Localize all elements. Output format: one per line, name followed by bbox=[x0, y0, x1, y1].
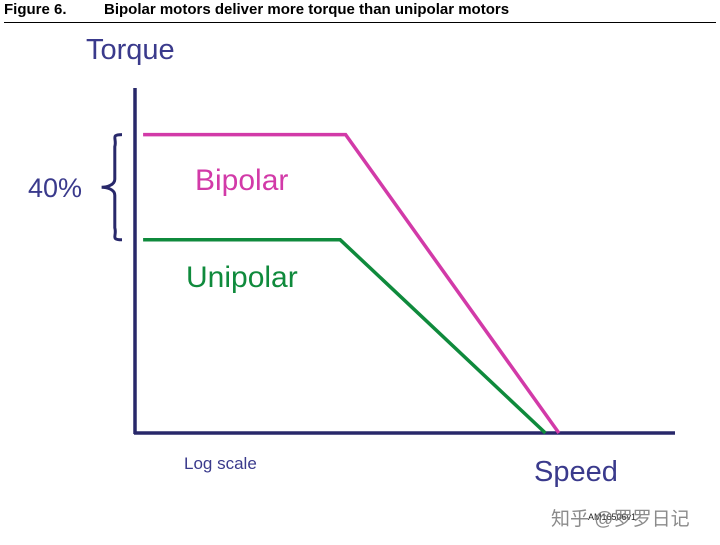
figure-id-label: AM16506v1 bbox=[588, 512, 636, 522]
series-layer bbox=[143, 132, 561, 435]
percent-brace bbox=[101, 133, 123, 242]
y-axis-label: Torque bbox=[86, 34, 175, 66]
axes bbox=[133, 88, 675, 435]
figure-header: Figure 6. Bipolar motors deliver more to… bbox=[4, 0, 716, 23]
watermark-text: 知乎 @罗罗日记 bbox=[551, 508, 690, 530]
brace-shape bbox=[101, 133, 123, 242]
series-line-bipolar bbox=[143, 132, 561, 435]
series-line-unipolar bbox=[143, 238, 547, 435]
figure-title: Bipolar motors deliver more torque than … bbox=[104, 1, 510, 18]
series-label-bipolar: Bipolar bbox=[195, 164, 288, 197]
figure-number: Figure 6. bbox=[4, 1, 67, 18]
x-scale-note: Log scale bbox=[184, 454, 257, 473]
percent-annotation-label: 40% bbox=[28, 173, 82, 203]
x-axis-label: Speed bbox=[534, 456, 618, 488]
series-label-unipolar: Unipolar bbox=[186, 261, 298, 294]
